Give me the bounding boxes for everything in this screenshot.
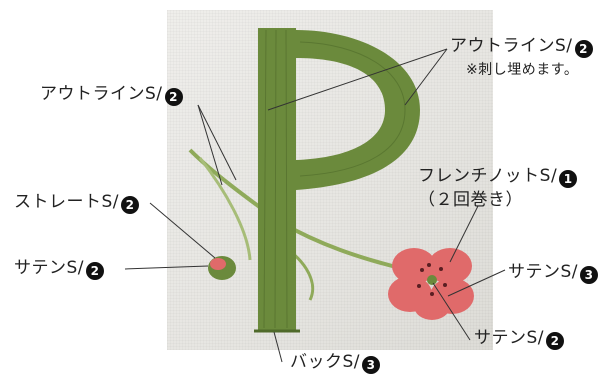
letter-p-bowl	[296, 30, 420, 190]
stem-thread-2	[198, 157, 252, 261]
stem-stitch-texture	[263, 29, 288, 329]
bowl-stitch-texture	[299, 41, 406, 177]
label-french-knot: フレンチノットS/1	[418, 166, 578, 188]
circled-number: 2	[164, 88, 183, 106]
label-fill-note: ※刺し埋めます。	[466, 62, 579, 78]
circled-number: 2	[546, 332, 565, 350]
label-text: アウトラインS/	[40, 84, 163, 104]
circled-number: 2	[574, 40, 593, 58]
label-text: アウトラインS/	[450, 36, 573, 56]
bud	[210, 258, 226, 270]
label-text: サテンS/	[474, 328, 545, 348]
letter-p-stem	[258, 28, 296, 330]
leader-lines	[124, 48, 506, 363]
label-satin-center: サテンS/2	[474, 328, 565, 350]
circled-number: 3	[580, 266, 599, 284]
label-text: サテンS/	[508, 262, 579, 282]
label-satin-petal: サテンS/3	[508, 262, 599, 284]
label-outline-right: アウトラインS/2	[450, 38, 593, 58]
label-outline-left: アウトラインS/2	[40, 86, 183, 106]
label-text: サテンS/	[14, 258, 85, 278]
label-satin-bud: サテンS/2	[14, 258, 105, 280]
label-french-knot-note: （２回巻き）	[418, 190, 523, 210]
circled-number: 2	[121, 196, 140, 214]
label-straight: ストレートS/2	[14, 192, 140, 214]
label-text: ストレートS/	[14, 192, 120, 212]
label-back: バックS/3	[290, 352, 381, 374]
circled-number: 3	[362, 356, 381, 374]
circled-number: 1	[559, 170, 578, 188]
circled-number: 2	[86, 262, 105, 280]
label-text: フレンチノットS/	[418, 166, 558, 186]
label-text: バックS/	[290, 352, 361, 372]
flower	[388, 248, 474, 320]
